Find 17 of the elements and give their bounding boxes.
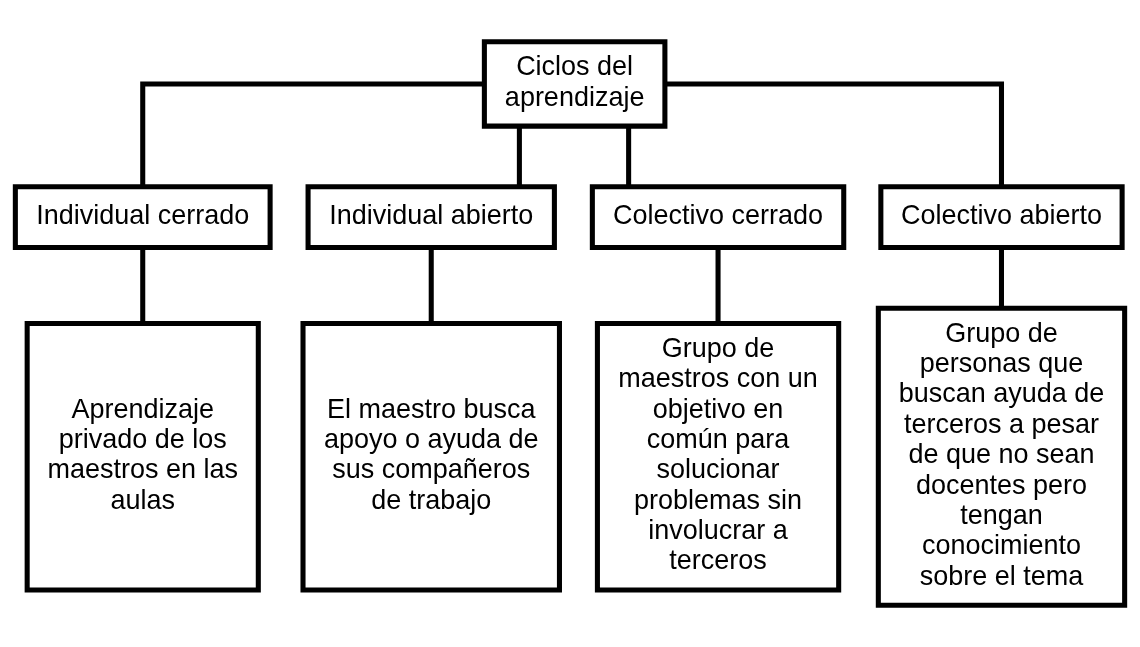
connector bbox=[516, 126, 522, 187]
node-box: Ciclos del aprendizaje bbox=[481, 39, 668, 129]
connector bbox=[998, 248, 1004, 308]
node-box: Colectivo cerrado bbox=[589, 184, 847, 251]
connector bbox=[715, 248, 721, 323]
connector bbox=[140, 248, 146, 323]
node-box: Individual cerrado bbox=[12, 184, 273, 251]
connector bbox=[428, 248, 434, 323]
node-box: El maestro busca apoyo o ayuda de sus compañeros de trabajo bbox=[300, 320, 562, 593]
node-box: Grupo de personas que buscan ayuda de terceros a pesar de que no sean docentes pero tengan conocimiento sobre el tema bbox=[875, 305, 1128, 608]
connector bbox=[140, 81, 485, 187]
node-box: Aprendizaje privado de los maestros en las aulas bbox=[24, 320, 261, 593]
connector bbox=[626, 126, 632, 187]
node-box: Colectivo abierto bbox=[878, 184, 1125, 251]
node-box: Individual abierto bbox=[305, 184, 557, 251]
node-box: Grupo de maestros con un objetivo en común para solucionar problemas sin involucrar a terceros bbox=[594, 320, 842, 593]
connector bbox=[665, 81, 1004, 187]
